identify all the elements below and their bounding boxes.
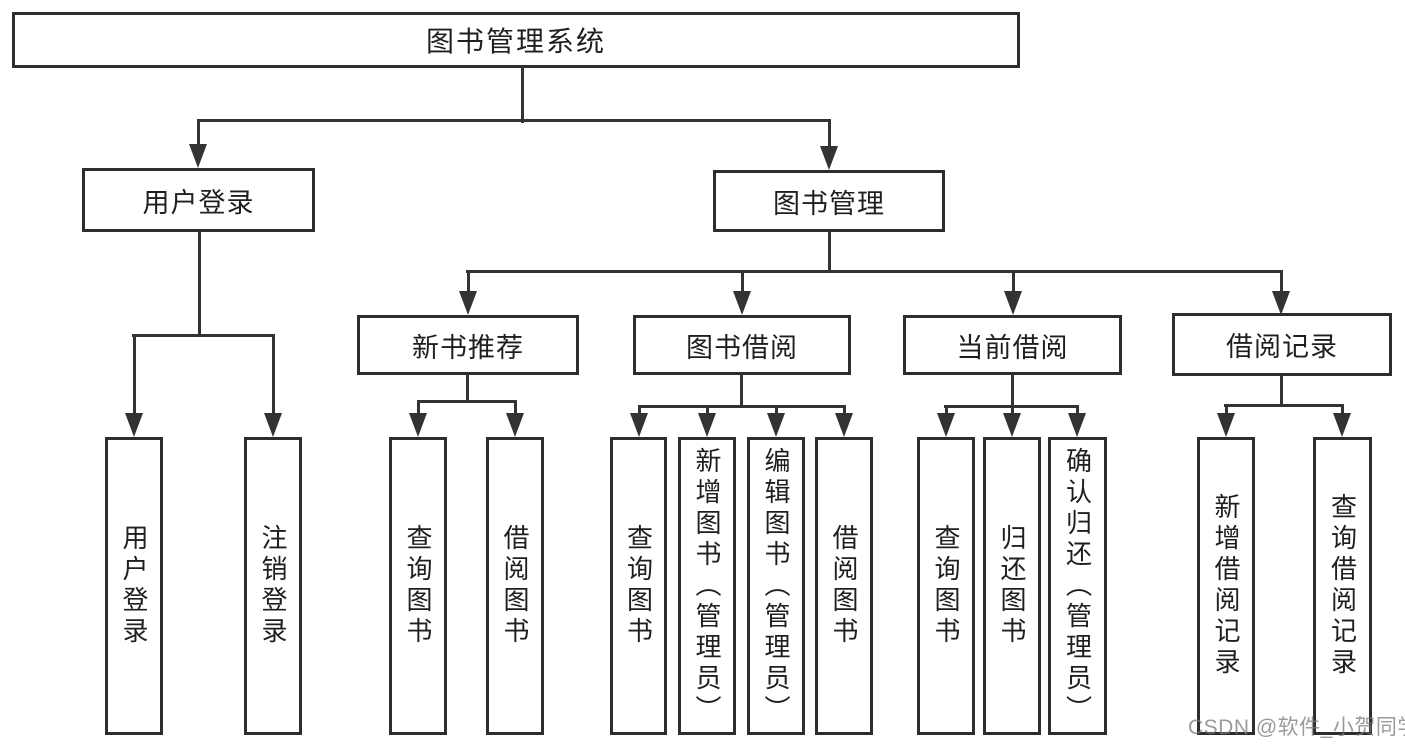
arrowhead-leaf-logout [264,413,282,437]
connector-to-current-borrowing [1012,270,1015,293]
arrowhead-query-borrow-record [1333,413,1351,437]
arrowhead-edit-books-admin [767,413,785,437]
connector-book-management-span [466,270,1283,273]
node-leaf-add-books-admin: 新增图书（管理员） [678,437,736,735]
connector-to-book-management [828,119,831,149]
arrowhead-return-books [1003,413,1021,437]
connector-to-return-books [1011,405,1014,415]
connector-to-add-books-admin [706,405,709,415]
connector-to-edit-books-admin [775,405,778,415]
arrowhead-query-books-recommend [409,413,427,437]
connector-user-login-span [132,334,275,337]
node-library-management-system: 图书管理系统 [12,12,1020,68]
arrowhead-borrowing-records [1272,291,1290,315]
connector-user-login-stem [198,230,201,336]
arrowhead-current-borrowing [1004,291,1022,315]
arrowhead-new-book-recommend [459,291,477,315]
arrowhead-add-books-admin [698,413,716,437]
node-book-borrowing: 图书借阅 [633,315,851,375]
arrowhead-query-books-current [937,413,955,437]
connector-to-query-books-recommend [417,400,420,415]
arrowhead-add-borrow-record [1217,413,1235,437]
node-book-management: 图书管理 [713,170,945,232]
connector-book-borrowing-span [638,405,846,408]
node-leaf-edit-books-admin: 编辑图书（管理员） [747,437,805,735]
node-leaf-query-borrow-record: 查询借阅记录 [1313,437,1372,735]
connector-borrowing-records-stem [1280,374,1283,407]
node-leaf-borrow-books-recommend: 借阅图书 [486,437,544,735]
connector-to-confirm-return-admin [1076,405,1079,415]
node-leaf-query-books-recommend: 查询图书 [389,437,447,735]
node-leaf-logout-login: 注销登录 [244,437,302,735]
arrowhead-confirm-return-admin [1068,413,1086,437]
arrowhead-borrow-books-borrowing [835,413,853,437]
node-borrowing-records: 借阅记录 [1172,313,1392,376]
connector-to-leaf-user-login [133,334,136,415]
arrowhead-query-books-borrowing [630,413,648,437]
csdn-watermark: CSDN @软件_小贺同学 [1188,716,1405,739]
arrowhead-book-borrowing [733,291,751,315]
arrowhead-book-management [820,146,838,170]
connector-to-borrow-books-recommend [514,400,517,415]
node-current-borrowing: 当前借阅 [903,315,1122,375]
connector-to-user-login [197,119,200,147]
node-leaf-confirm-return-admin: 确认归还（管理员） [1048,437,1107,735]
connector-to-query-borrow-record [1341,404,1344,415]
connector-to-borrowing-records [1280,270,1283,293]
node-leaf-return-books: 归还图书 [983,437,1041,735]
node-user-login: 用户登录 [82,168,315,232]
connector-book-management-stem [828,230,831,273]
connector-root-span [197,119,831,122]
node-new-book-recommend: 新书推荐 [357,315,579,375]
connector-book-borrowing-stem [740,373,743,408]
connector-to-leaf-logout [272,334,275,415]
connector-root-stem [521,66,524,123]
node-leaf-add-borrow-record: 新增借阅记录 [1197,437,1255,735]
connector-borrowing-records-span [1224,404,1344,407]
connector-new-book-recommend-stem [466,373,469,403]
connector-to-query-books-current [945,405,948,415]
connector-to-book-borrowing [741,270,744,293]
arrowhead-borrow-books-recommend [506,413,524,437]
node-leaf-query-books-current: 查询图书 [917,437,975,735]
connector-current-borrowing-stem [1011,373,1014,408]
connector-to-new-book-recommend [467,270,470,293]
node-leaf-user-login: 用户登录 [105,437,163,735]
arrowhead-leaf-user-login [125,413,143,437]
connector-to-borrow-books-borrowing [843,405,846,415]
connector-new-book-recommend-span [417,400,517,403]
node-leaf-query-books-borrowing: 查询图书 [610,437,667,735]
connector-to-query-books-borrowing [638,405,641,415]
arrowhead-user-login [189,144,207,168]
connector-to-add-borrow-record [1225,404,1228,415]
node-leaf-borrow-books-borrowing: 借阅图书 [815,437,873,735]
